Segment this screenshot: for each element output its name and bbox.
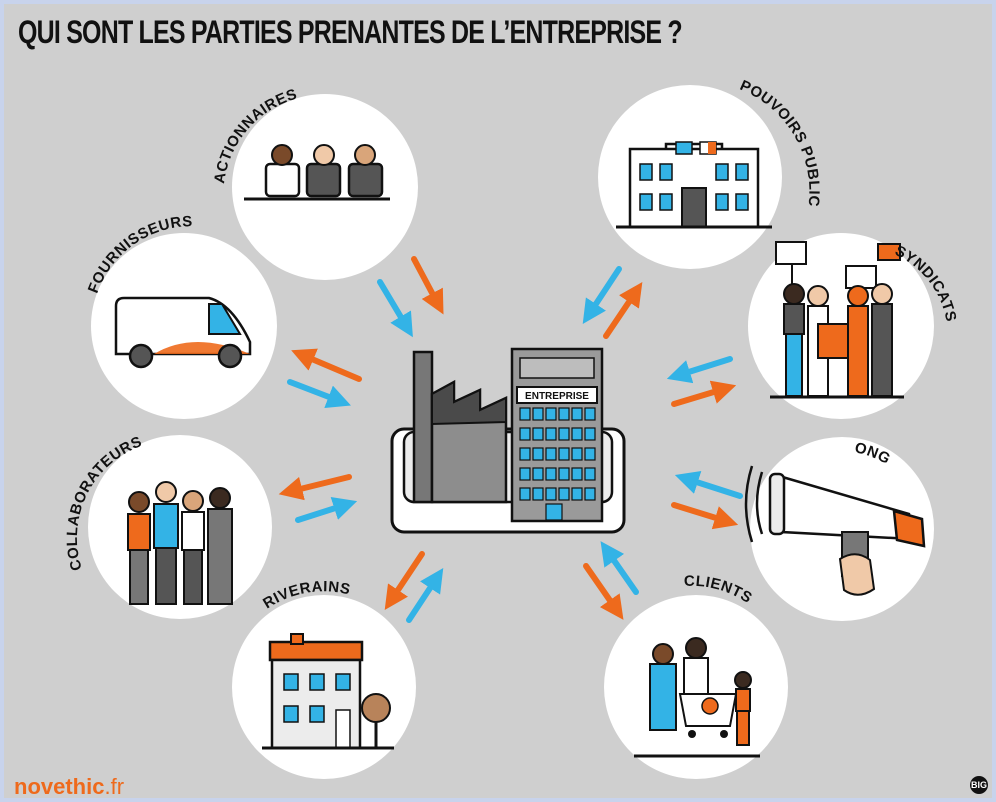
arrow-blue [600,541,639,595]
shareholders-icon [244,144,390,201]
house-icon [262,633,394,750]
arrow-blue [666,356,733,384]
arrow-blue [674,470,743,499]
stakeholder-syndicats: SYNDICATS [748,233,959,419]
town-hall-icon [616,141,772,229]
arrow-orange [671,380,737,407]
office-tower: ENTREPRISE [510,347,604,523]
stakeholder-fournisseurs: FOURNISSEURS [85,213,277,419]
flag-icon [675,141,693,155]
arrow-blue [377,279,413,338]
arrow-blue [295,496,358,523]
sign-icon [877,243,901,261]
central-company: ENTREPRISE [390,347,626,534]
arrow-orange [384,551,425,610]
stakeholder-collaborateurs: COLLABORATEURS [64,433,272,619]
big-logo-icon: BIG [970,776,988,794]
arrow-orange [291,348,362,382]
arrow-orange [583,563,624,620]
company-label: ENTREPRISE [525,391,589,402]
arrow-blue [287,379,351,409]
arrow-orange [411,256,444,315]
brand-domain: .fr [104,774,125,798]
arrow-blue [582,266,622,325]
protesters-icon [770,241,904,399]
stakeholder-diagram: ENTREPRISE [4,4,959,779]
arrow-orange [278,474,352,501]
customers-icon [634,637,760,758]
brand-logo: novethic.fr [14,774,124,798]
company-sign [516,386,598,404]
employees-icon [127,481,233,605]
stakeholder-clients: CLIENTS [604,573,788,779]
sign-icon [775,241,807,265]
arrow-blue [406,567,444,623]
arrow-orange [671,502,739,530]
factory-building [412,350,508,504]
stakeholder-riverains: RIVERAINS [232,578,416,779]
megaphone-icon [744,465,926,596]
infographic: QUI SONT LES PARTIES PRENANTES DE L’ENTR… [4,4,992,798]
office-windows [519,407,596,521]
page-title: QUI SONT LES PARTIES PRENANTES DE L’ENTR… [18,14,683,50]
stakeholder-actionnaires: ACTIONNAIRES [211,86,418,280]
sign-icon [845,265,877,289]
exchange-arrows [278,256,743,623]
arrow-orange [603,282,643,339]
stakeholder-ong: ONG [744,437,934,621]
delivery-van-icon [114,296,252,369]
brand-name: novethic [14,774,105,798]
